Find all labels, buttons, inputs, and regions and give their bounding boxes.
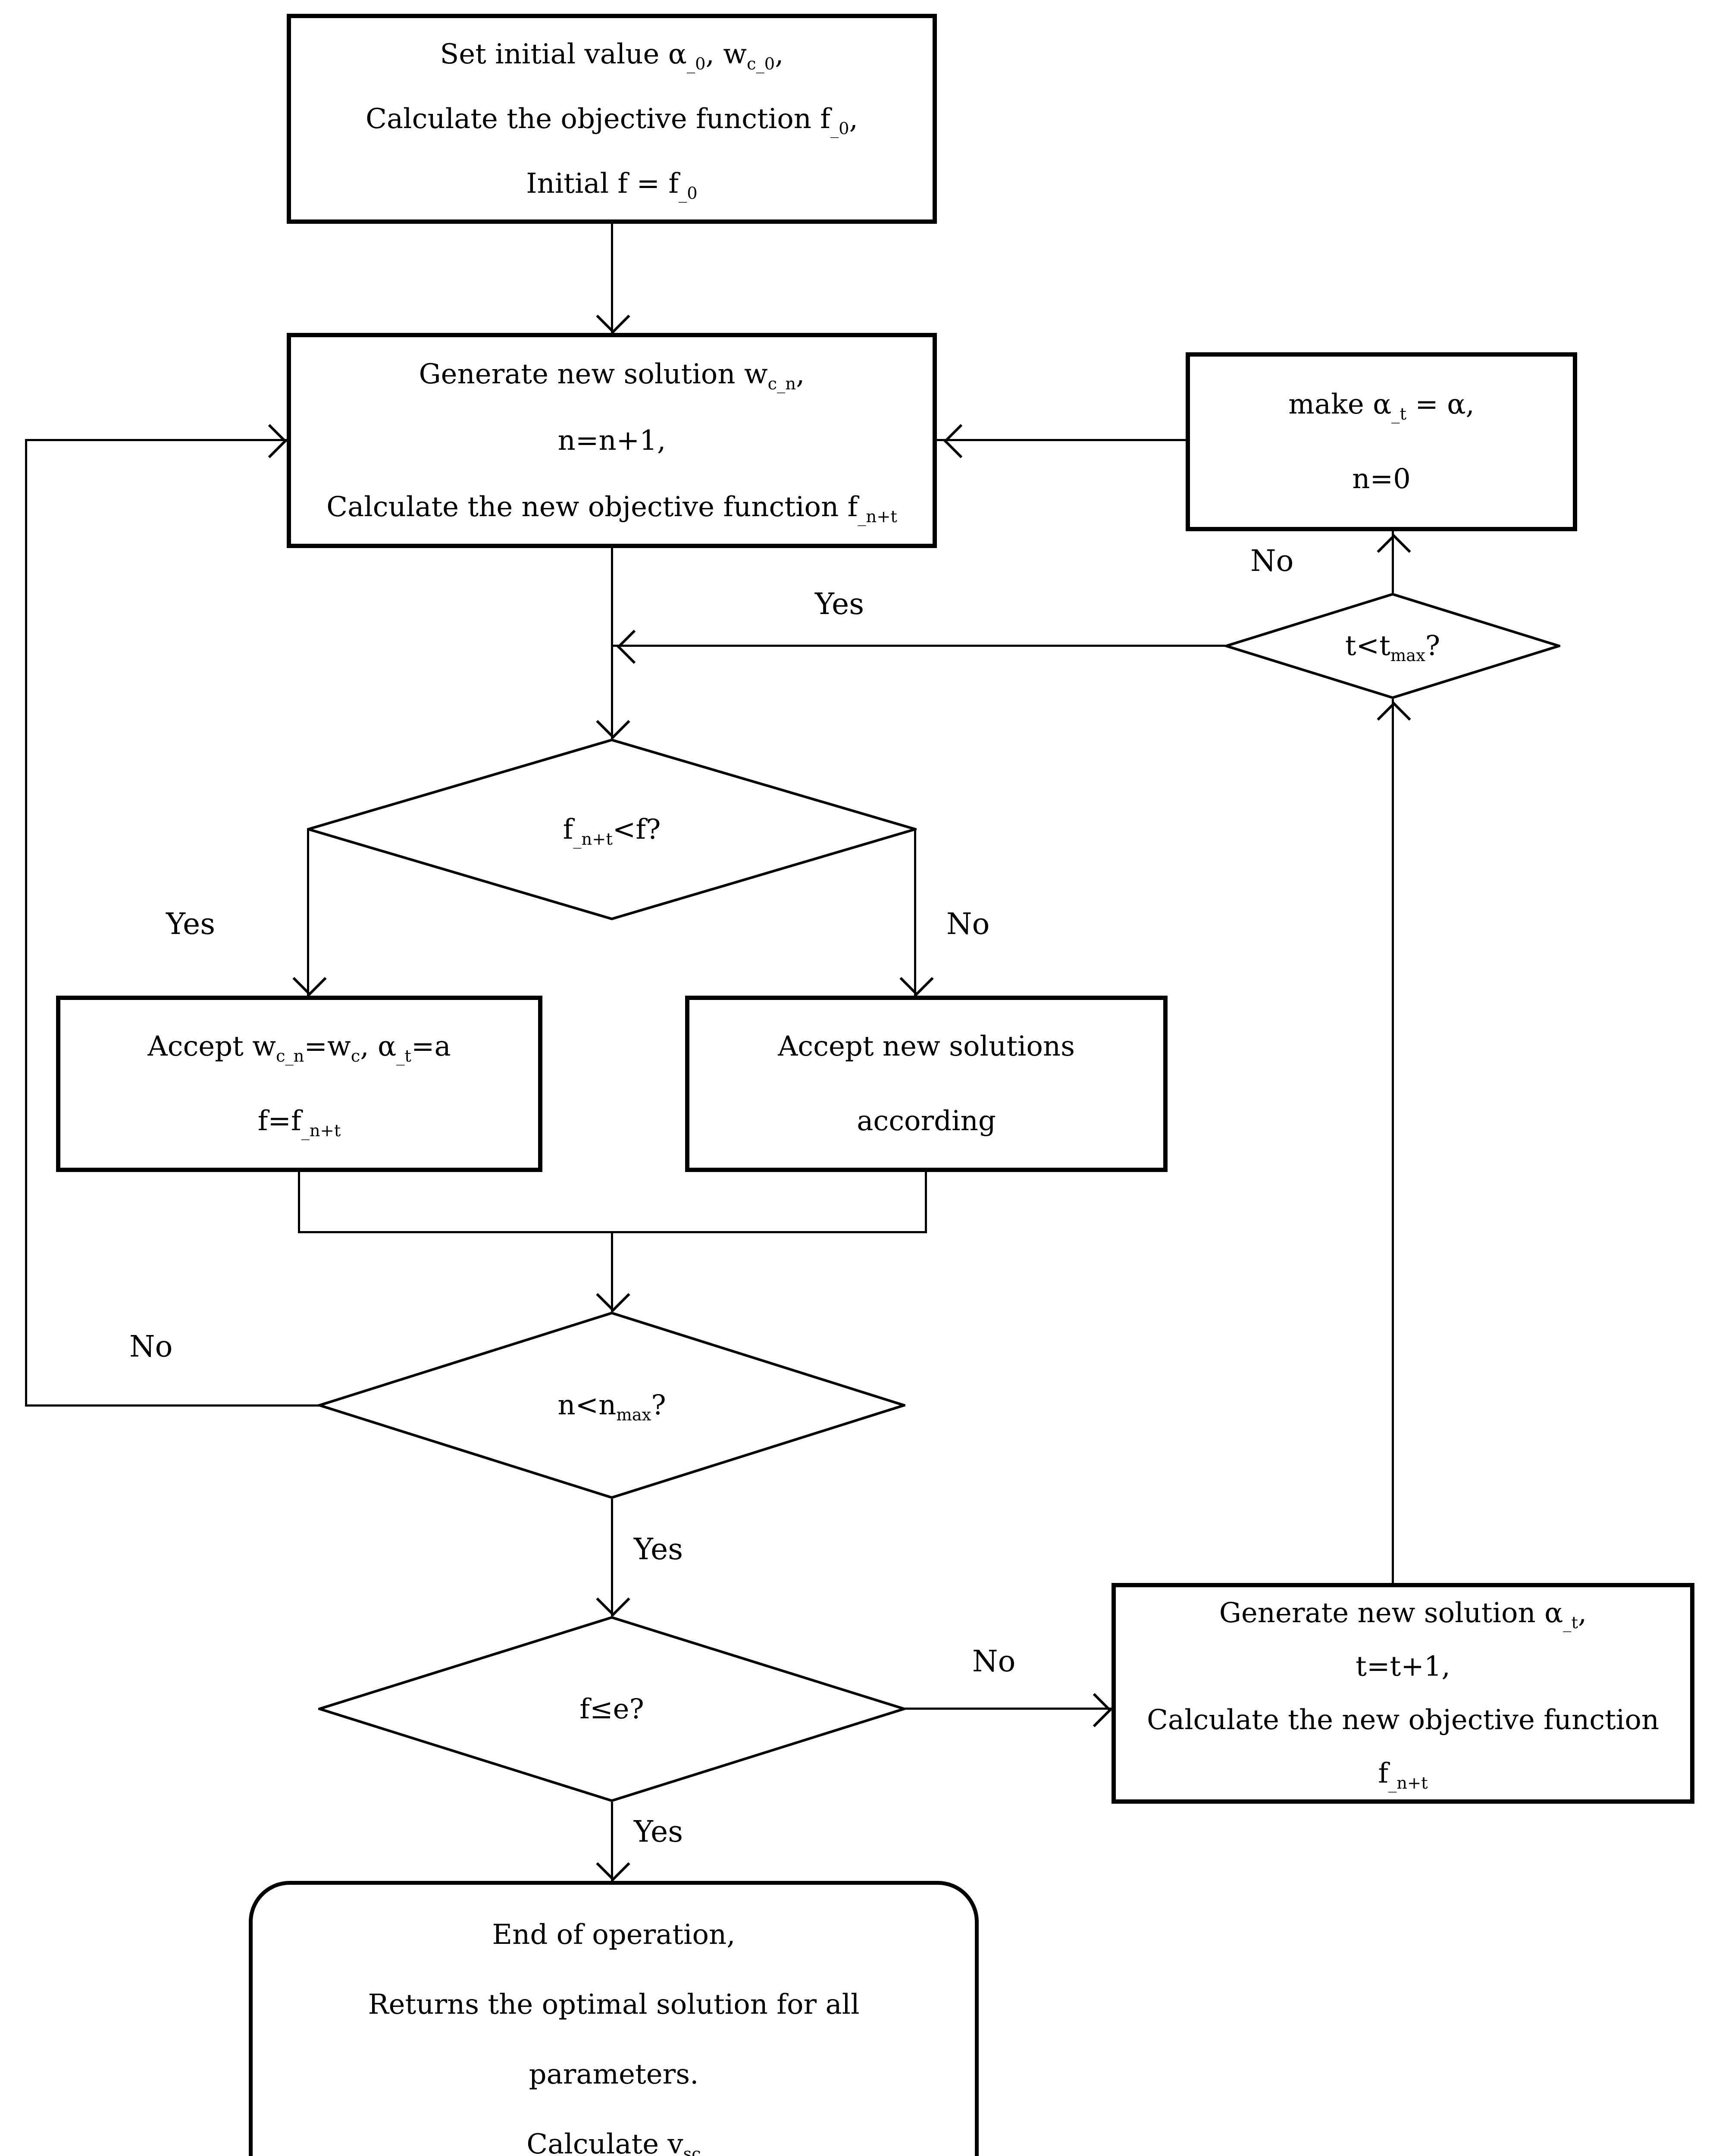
arrowhead-up-icon: [1377, 702, 1411, 736]
label-no-fe: No: [972, 1645, 1016, 1679]
connector-generate-to-fdecision: [611, 548, 613, 739]
arrowhead-down-icon: [596, 1278, 630, 1312]
decision-f-leq-e-text: f≤e?: [579, 1693, 644, 1725]
arrowhead-down-icon: [899, 962, 934, 996]
node-generate-new-solution-alpha: Generate new solution α_t,t=t+1,Calculat…: [1112, 1583, 1694, 1804]
decision-n-less-nmax-shape: [318, 1312, 905, 1499]
connector-acceptright-down: [925, 1172, 927, 1233]
arrowhead-right-icon: [1077, 1693, 1112, 1727]
connector-merge-to-ndecision: [611, 1231, 613, 1312]
decision-fnt-less-f-shape: [307, 739, 917, 920]
arrowhead-down-icon: [596, 1847, 630, 1881]
connector-generatealpha-to-tdecision: [1392, 699, 1394, 1583]
arrowhead-down-icon: [292, 962, 327, 996]
node-make-alpha: make α_t = α,n=0: [1186, 352, 1577, 531]
node-set-initial-value-text: Set initial value α_0, wc_0,Calculate th…: [366, 38, 858, 203]
arrowhead-down-icon: [596, 705, 630, 739]
node-make-alpha-text: make α_t = α,n=0: [1288, 388, 1475, 495]
decision-fnt-less-f-text: f_n+t<f?: [563, 813, 661, 849]
connector-fdecision-yes: [307, 829, 309, 996]
arrowhead-down-icon: [596, 1582, 630, 1617]
connector-ndecision-no-left: [25, 439, 27, 1407]
connector-ndecision-yes: [611, 1499, 613, 1616]
label-yes-f: Yes: [166, 907, 216, 941]
connector-tdecision-yes: [613, 645, 1225, 647]
connector-fdecision-no: [914, 829, 916, 996]
label-no-nmax: No: [129, 1330, 173, 1364]
arrowhead-left-icon: [943, 424, 978, 458]
decision-n-less-nmax-text: n<nmax?: [557, 1389, 666, 1425]
decision-n-less-nmax: n<nmax?: [318, 1312, 905, 1499]
decision-f-leq-e-shape: [318, 1616, 905, 1802]
connector-make-to-generate: [937, 439, 1186, 441]
label-no-tmax: No: [1250, 544, 1294, 578]
node-end-of-operation-text: End of operation,Returns the optimal sol…: [368, 1919, 860, 2156]
connector-ndecision-no-top: [25, 439, 287, 441]
node-end-of-operation: End of operation,Returns the optimal sol…: [249, 1881, 979, 2156]
node-set-initial-value: Set initial value α_0, wc_0,Calculate th…: [287, 14, 937, 224]
connector-edecision-no: [904, 1708, 1112, 1710]
label-no-f: No: [946, 907, 990, 941]
arrowhead-right-icon: [253, 424, 287, 458]
decision-f-leq-e: f≤e?: [318, 1616, 905, 1802]
connector-ndecision-no-bottom: [26, 1404, 319, 1407]
connector-edecision-yes: [611, 1802, 613, 1881]
label-yes-fe: Yes: [634, 1815, 683, 1849]
label-yes-nmax: Yes: [634, 1532, 683, 1567]
node-generate-new-solution-w-text: Generate new solution wc_n,n=n+1,Calcula…: [326, 358, 897, 526]
decision-t-less-tmax-text: t<tmax?: [1345, 630, 1440, 665]
arrowhead-down-icon: [596, 299, 630, 334]
arrowhead-up-icon: [1377, 534, 1411, 568]
node-generate-new-solution-alpha-text: Generate new solution α_t,t=t+1,Calculat…: [1146, 1597, 1660, 1793]
connector-acceptleft-down: [298, 1172, 300, 1233]
decision-t-less-tmax-shape: [1225, 593, 1560, 699]
label-yes-tmax: Yes: [815, 587, 864, 621]
arrowhead-left-icon: [617, 630, 651, 664]
connector-start-to-generate: [611, 224, 613, 333]
node-generate-new-solution-w: Generate new solution wc_n,n=n+1,Calcula…: [287, 333, 937, 548]
decision-fnt-less-f: f_n+t<f?: [307, 739, 917, 920]
connector-tdecision-to-make: [1392, 531, 1394, 593]
decision-t-less-tmax: t<tmax?: [1225, 593, 1560, 699]
